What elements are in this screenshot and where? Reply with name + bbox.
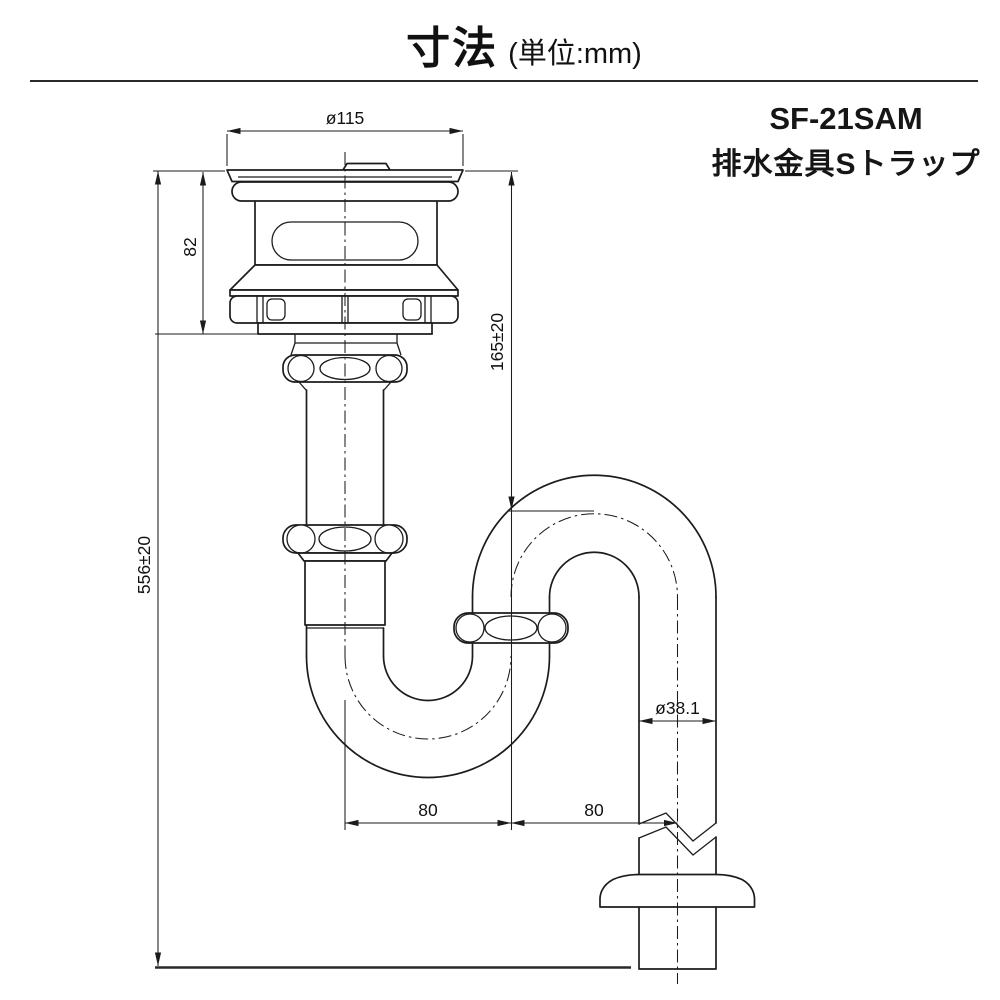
product-model: SF-21SAM <box>769 101 923 136</box>
strainer-skirt <box>229 264 459 291</box>
dim-label-offset-left: 80 <box>418 800 438 820</box>
top-u-outer-arc <box>471 474 717 598</box>
dim-label-strainer-height: 82 <box>180 237 200 256</box>
strainer-assembly <box>226 162 464 356</box>
dim-label-flange-diameter: ø115 <box>326 108 365 128</box>
s-trap-body <box>305 389 717 970</box>
flange-tab <box>342 162 391 171</box>
title-text: 寸法 <box>406 24 499 73</box>
top-u-inner-arc <box>548 551 640 598</box>
overflow-window <box>271 221 419 261</box>
dim-label-pipe-diameter: ø38.1 <box>655 698 700 718</box>
dim-label-overall-height: 556±20 <box>134 536 154 595</box>
header-divider <box>30 80 978 82</box>
pipe-break-symbol <box>638 812 717 856</box>
dim-label-offset-right: 80 <box>584 800 604 820</box>
dimension-pipe-diameter: ø38.1 <box>639 698 716 725</box>
threaded-neck <box>290 334 402 356</box>
dim-label-inlet-depth: 165±20 <box>487 313 507 372</box>
bottom-u-outer-arc <box>305 655 551 779</box>
skirt-band <box>229 289 459 297</box>
product-label: SF-21SAM 排水金具Sトラップ <box>700 102 992 182</box>
wall-pipe-lower <box>638 836 717 876</box>
top-u-centerline <box>510 513 679 598</box>
product-name: 排水金具Sトラップ <box>711 148 981 181</box>
locknut <box>229 295 459 324</box>
dimension-strainer-height: 82 <box>155 172 433 335</box>
dimension-trap-offsets: 80 80 <box>344 700 678 830</box>
page-title: 寸法 (単位:mm) <box>24 12 1000 76</box>
bottom-u-centerline <box>344 655 512 740</box>
strainer-body <box>254 198 438 266</box>
dimension-flange-diameter: ø115 <box>153 108 518 172</box>
dimension-overall-height: 556±20 <box>134 171 162 966</box>
trap-inlet-pipe <box>305 624 385 657</box>
wall-pipe-upper <box>638 596 717 825</box>
unit-label: (単位:mm) <box>508 38 642 70</box>
centerlines <box>344 152 679 984</box>
dimension-inlet-depth: 165±20 <box>487 172 594 830</box>
tailpiece-pipe <box>305 389 385 528</box>
bottom-u-inner-arc <box>382 655 474 702</box>
